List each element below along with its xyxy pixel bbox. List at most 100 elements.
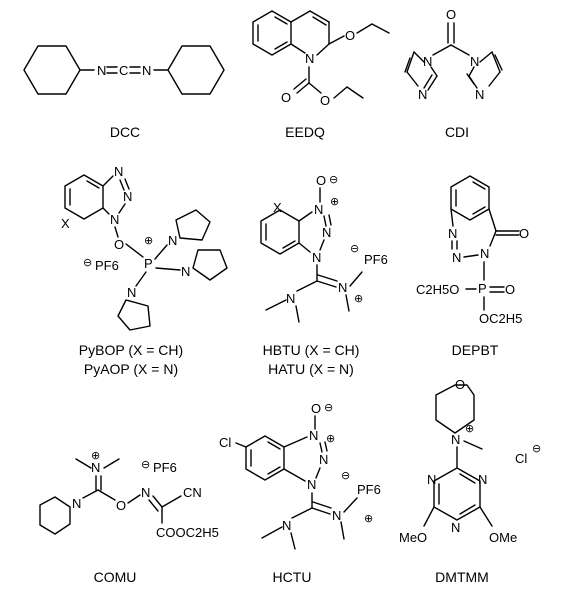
depbt-n2: N: [452, 250, 461, 265]
cyclohexyl-ring-left: [23, 45, 81, 95]
hbtu-pf6: PF6: [364, 252, 388, 267]
cdi-n-right: N: [470, 54, 479, 69]
hbtu-pf6-charge: ⊖: [350, 243, 359, 255]
caption-hbtu: HBTU (X = CH): [263, 342, 360, 358]
comu-iminium-charge: ⊕: [91, 450, 100, 462]
hctu-n-dimethylamino: N: [282, 518, 291, 533]
dmtmm-n-ring-right: N: [478, 472, 487, 487]
depbt-p: P: [478, 281, 487, 296]
comu-cn: CN: [183, 485, 202, 500]
cyclohexyl-ring-right: [167, 45, 225, 95]
depbt-ethoxy-left: C2H5O: [416, 282, 459, 297]
eedq-o-ester: O: [320, 93, 330, 108]
pyrrolidine-ring-bottom: [117, 299, 151, 331]
pybop-n1: N: [114, 164, 123, 179]
caption-pybop: PyBOP (X = CH): [79, 342, 183, 358]
caption-dcc: DCC: [110, 124, 140, 140]
hctu-iminium-charge: ⊕: [364, 513, 373, 525]
cdi-n-left: N: [423, 54, 432, 69]
pybop-p-charge: ⊕: [144, 235, 153, 247]
hctu-pf6-charge: ⊖: [341, 470, 350, 482]
pybop-n-pyrrolidine-top: N: [168, 233, 177, 248]
hbtu-n3: N: [312, 250, 321, 265]
depbt-n3: N: [480, 246, 489, 261]
hbtu-aryl-ring: [260, 209, 300, 255]
dcc-n-left: N: [97, 63, 106, 78]
eedq-n: N: [305, 51, 314, 66]
hctu-n1: N: [309, 428, 318, 443]
pybop-n2: N: [123, 189, 132, 204]
comu-piperidine-ring: [39, 496, 71, 535]
depbt-o-phosphoryl: O: [505, 282, 515, 297]
hbtu-n1: N: [314, 202, 323, 217]
eedq-o-ether: O: [345, 28, 355, 43]
hbtu-n-iminium: N: [338, 280, 347, 295]
comu-structure: ⊕ N N O N CN COOC2H5 ⊖ PF6: [39, 450, 219, 540]
dmtmm-chloride-charge: ⊖: [532, 443, 541, 455]
pybop-n-pyrrolidine-bottom: N: [127, 285, 136, 300]
caption-comu: COMU: [94, 569, 137, 585]
dcc-n-right: N: [142, 63, 151, 78]
pybop-p: P: [144, 256, 153, 271]
hbtu-o-charge: ⊖: [329, 174, 338, 186]
depbt-o-carbonyl: O: [519, 226, 529, 241]
eedq-structure: N O O O: [252, 10, 390, 108]
caption-hatu: HATU (X = N): [268, 361, 354, 377]
depbt-benzo-ring: [450, 175, 490, 221]
eedq-benzo-ring: [252, 10, 292, 56]
comu-o: O: [116, 498, 126, 513]
caption-hctu: HCTU: [273, 569, 312, 585]
caption-cdi: CDI: [445, 124, 469, 140]
dmtmm-chloride: Cl: [515, 451, 527, 466]
dmtmm-n-ring-bottom: N: [451, 520, 460, 535]
comu-pf6: PF6: [153, 460, 177, 475]
pybop-structure: X N N N O ⊕ P N N N ⊖ PF6: [61, 164, 228, 331]
dmtmm-n-ring-left: N: [427, 472, 436, 487]
dmtmm-morpholine-ring: [435, 384, 475, 434]
cdi-n-left-ring: N: [418, 87, 427, 102]
pybop-n-pyrrolidine-right: N: [181, 264, 190, 279]
cdi-n-right-ring: N: [475, 87, 484, 102]
dmtmm-ome-right: OMe: [489, 530, 517, 545]
hctu-n-iminium: N: [332, 508, 341, 523]
eedq-o-carbonyl: O: [281, 90, 291, 105]
hctu-o: O: [311, 401, 321, 416]
dmtmm-structure: O N ⊕ N N N MeO OMe Cl ⊖: [399, 377, 541, 545]
cdi-structure: O N N N N: [404, 7, 503, 102]
dmtmm-ome-left: MeO: [399, 530, 427, 545]
pybop-pf6: PF6: [95, 258, 119, 273]
hbtu-structure: X ⊖ O N ⊕ N N N N ⊕ ⊖ PF6: [260, 173, 388, 323]
dcc-structure: N C N: [23, 45, 225, 95]
pybop-pf6-charge: ⊖: [83, 257, 92, 269]
dmtmm-n-charge: ⊕: [465, 423, 474, 435]
dmtmm-triazine-ring: [433, 467, 481, 521]
hctu-n2: N: [319, 452, 328, 467]
caption-eedq: EEDQ: [285, 124, 325, 140]
caption-dmtmm: DMTMM: [435, 569, 489, 585]
hctu-structure: Cl ⊖ O N ⊕ N N N N ⊕ ⊖ PF6: [219, 401, 381, 550]
comu-pf6-charge: ⊖: [141, 459, 150, 471]
pybop-x: X: [61, 216, 70, 231]
comu-n-iminium: N: [91, 460, 100, 475]
dmtmm-n-morpholine: N: [451, 432, 460, 447]
depbt-ethoxy-bottom: OC2H5: [479, 311, 522, 326]
cdi-o: O: [446, 7, 456, 22]
pybop-n3: N: [110, 212, 119, 227]
hctu-cl: Cl: [219, 435, 231, 450]
comu-n-oxime: N: [141, 485, 150, 500]
depbt-structure: O N N N P C2H5O O OC2H5: [416, 175, 529, 326]
hbtu-n2: N: [322, 225, 331, 240]
hctu-pf6: PF6: [357, 482, 381, 497]
depbt-n1: N: [448, 226, 457, 241]
hctu-o-charge: ⊖: [324, 402, 333, 414]
caption-depbt: DEPBT: [452, 342, 499, 358]
pyrrolidine-ring-right: [192, 249, 228, 281]
comu-ester: COOC2H5: [156, 525, 219, 540]
pybop-o: O: [114, 237, 124, 252]
hbtu-n-dimethylamino: N: [286, 291, 295, 306]
comu-n-piperidine: N: [72, 496, 81, 511]
hctu-n1-charge: ⊕: [326, 433, 335, 445]
hbtu-x: X: [273, 200, 282, 215]
dcc-c-center: C: [119, 63, 128, 78]
